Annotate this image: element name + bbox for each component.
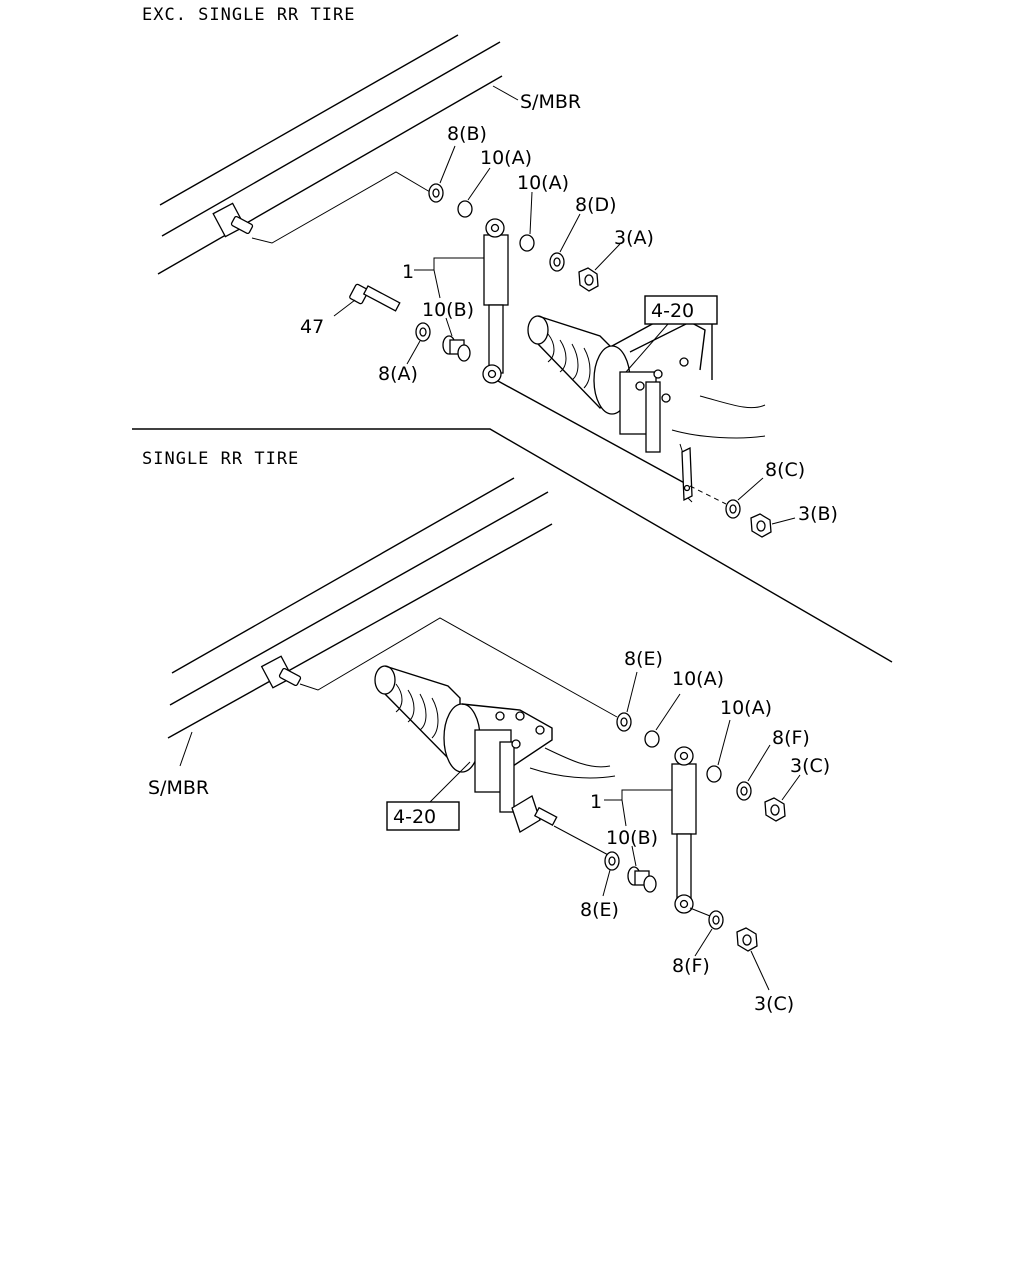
- lower-label-8f-top: 8(F): [772, 727, 810, 749]
- upper-nut-3b: [750, 513, 796, 538]
- upper-label-47: 47: [300, 316, 324, 338]
- lower-washer-8e-top: [616, 671, 638, 732]
- upper-ref-box: [625, 295, 718, 373]
- upper-washer-8b: [428, 145, 456, 203]
- upper-axle-housing: [527, 297, 766, 503]
- lower-label-8e-top: 8(E): [624, 648, 663, 670]
- lower-label-3c-top: 3(C): [790, 755, 830, 777]
- upper-ref-label: 4-20: [651, 300, 694, 322]
- lower-axle-housing: [374, 665, 616, 858]
- upper-label-8a: 8(A): [378, 363, 418, 385]
- upper-bushing-10a-2: [519, 191, 535, 252]
- upper-label-10a-1: 10(A): [480, 147, 532, 169]
- lower-label-shock: 1: [590, 791, 602, 813]
- lower-washer-8f-bot: [689, 907, 724, 957]
- upper-label-3b: 3(B): [798, 503, 838, 525]
- upper-washer-8a: [406, 322, 431, 365]
- upper-heading: EXC. SINGLE RR TIRE: [142, 5, 355, 25]
- upper-washer-8d: [549, 213, 581, 272]
- lower-nut-3c-bot: [736, 927, 770, 991]
- lower-ref-box: [386, 761, 471, 831]
- lower-heading: SINGLE RR TIRE: [142, 449, 299, 469]
- lower-nut-3c-top: [764, 774, 801, 822]
- lower-label-10b: 10(B): [606, 827, 658, 849]
- upper-washer-8c: [689, 477, 764, 519]
- lower-bracket-stud: [278, 617, 618, 718]
- upper-nut-3a: [578, 243, 621, 292]
- upper-label-10b: 10(B): [422, 299, 474, 321]
- upper-label-8d: 8(D): [575, 194, 617, 216]
- upper-label-10a-2: 10(A): [517, 172, 569, 194]
- lower-washer-8e-bot: [602, 851, 620, 897]
- upper-side-member: [157, 34, 519, 275]
- upper-bracket-stud: [230, 171, 431, 244]
- upper-bolt-47: [333, 283, 401, 317]
- lower-label-8f-bot: 8(F): [672, 955, 710, 977]
- section-divider: [132, 428, 893, 663]
- lower-label-8e-bot: 8(E): [580, 899, 619, 921]
- upper-label-shock: 1: [402, 261, 414, 283]
- upper-bushing-10a-1: [457, 167, 491, 218]
- lower-bushing-10a-2: [706, 719, 731, 783]
- lower-label-10a-2: 10(A): [720, 697, 772, 719]
- upper-frame-label: S/MBR: [520, 91, 581, 113]
- lower-side-member: [167, 477, 553, 767]
- upper-label-8c: 8(C): [765, 459, 805, 481]
- upper-bushing-10b: [442, 317, 471, 362]
- lower-label-3c-bot: 3(C): [754, 993, 794, 1015]
- upper-shock-absorber: [482, 218, 691, 487]
- lower-frame-label: S/MBR: [148, 777, 209, 799]
- lower-bushing-10b: [627, 845, 657, 893]
- lower-ref-label: 4-20: [393, 806, 436, 828]
- lower-shock-absorber: [671, 746, 697, 914]
- lower-washer-8f-top: [736, 744, 771, 801]
- upper-label-3a: 3(A): [614, 227, 654, 249]
- lower-bushing-10a-1: [644, 693, 681, 748]
- lower-label-10a-1: 10(A): [672, 668, 724, 690]
- upper-label-8b: 8(B): [447, 123, 487, 145]
